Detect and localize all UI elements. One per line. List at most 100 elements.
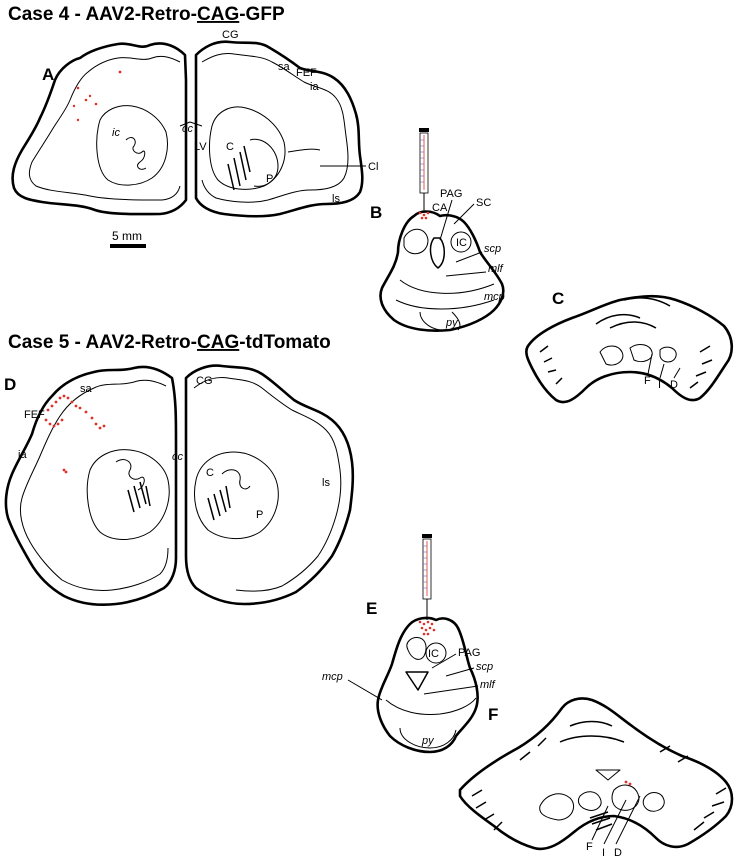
panel-a-label-cl: Cl bbox=[368, 161, 378, 173]
panel-c: C F I D bbox=[525, 289, 734, 404]
panel-f-leader-f bbox=[591, 805, 609, 841]
panel-b-syringe-icon bbox=[419, 128, 429, 212]
panel-e-brainstem-inner bbox=[385, 697, 477, 749]
panel-a-right-cortex-inner bbox=[201, 53, 349, 203]
panel-d-right-caudate-convolution bbox=[221, 469, 251, 490]
panel-b: B PAG CA SC bbox=[370, 128, 505, 332]
panel-a-letter: A bbox=[42, 65, 54, 84]
panel-a-label-cg: CG bbox=[222, 29, 239, 41]
panel-b-leader-sc bbox=[453, 203, 475, 225]
panel-a-label-ic: ic bbox=[112, 127, 120, 139]
panel-a-right-caudate-striations bbox=[227, 145, 251, 191]
panel-d-label-cc: cc bbox=[172, 451, 184, 463]
panel-b-label-sc: SC bbox=[476, 197, 491, 209]
panel-b-label-py: py bbox=[445, 317, 459, 329]
panel-f-inner-structures bbox=[539, 769, 665, 821]
panel-f-label-i: I bbox=[602, 847, 605, 859]
panel-a-label-fef: FEF bbox=[296, 67, 317, 79]
panel-a-label-c: C bbox=[226, 141, 234, 153]
panel-c-leader-f bbox=[647, 353, 653, 375]
panel-e-pag-region bbox=[406, 637, 427, 660]
panel-c-letter: C bbox=[552, 289, 564, 308]
panel-c-leader-d bbox=[673, 367, 681, 379]
panel-d-label-ls: ls bbox=[322, 477, 330, 489]
panel-b-brainstem-inner bbox=[395, 279, 495, 331]
panel-b-label-pag: PAG bbox=[440, 188, 462, 200]
panel-b-label-mcp: mcp bbox=[484, 291, 505, 303]
panel-a-right-hemisphere-outline bbox=[194, 40, 364, 218]
panel-a-label-p: P bbox=[266, 173, 273, 185]
panel-c-folia bbox=[539, 297, 713, 389]
panel-d-label-ia: ia bbox=[18, 449, 27, 461]
panel-a-labeled-cells bbox=[72, 70, 122, 122]
panel-c-inner-structures bbox=[599, 344, 677, 366]
case5-title: Case 5 - AAV2-Retro-CAG-tdTomato bbox=[8, 332, 331, 353]
panel-a-label-lv: LV bbox=[194, 141, 207, 153]
panel-c-cerebellum-outline bbox=[525, 294, 734, 404]
panel-c-label-f: F bbox=[644, 375, 651, 387]
panel-f-cerebellum-outline bbox=[458, 697, 734, 851]
panel-c-label-d: D bbox=[670, 379, 678, 391]
panel-e-label-scp: scp bbox=[476, 661, 493, 673]
panel-b-leader-pag bbox=[439, 199, 453, 241]
panel-e-syringe-icon bbox=[422, 534, 432, 620]
panel-d-label-fef: FEF bbox=[24, 409, 45, 421]
case5-title-suffix: -tdTomato bbox=[239, 332, 330, 353]
panel-e-brainstem-outline bbox=[376, 616, 479, 754]
case4-title-underlined: CAG bbox=[197, 4, 239, 25]
panel-d-label-cg: CG bbox=[196, 375, 213, 387]
panel-e-inferior-colliculus bbox=[425, 642, 447, 664]
panel-a-label-ls: ls bbox=[332, 193, 340, 205]
panel-b-left-lobe bbox=[403, 228, 429, 255]
panel-b-letter: B bbox=[370, 203, 382, 222]
panel-f-leader-d bbox=[615, 795, 641, 845]
panel-a-label-cc: cc bbox=[182, 123, 194, 135]
panel-d-left-subcortical bbox=[86, 449, 170, 540]
panel-d-letter: D bbox=[4, 375, 16, 394]
panel-d-right-caudate-striations bbox=[207, 485, 231, 521]
panel-a-left-cortex-inner bbox=[28, 55, 181, 201]
panel-e-aqueduct bbox=[405, 671, 429, 691]
panel-d-right-subcortical bbox=[194, 451, 279, 539]
panel-d-left-hemisphere-outline bbox=[4, 365, 178, 607]
panel-b-label-mlf: mlf bbox=[488, 263, 504, 275]
panel-e: E IC PAG scp bbox=[322, 534, 496, 754]
panel-a-left-subcortical bbox=[96, 105, 168, 186]
panel-e-label-mcp: mcp bbox=[322, 671, 343, 683]
panel-b-injection-site bbox=[418, 211, 430, 220]
panel-b-label-ca: CA bbox=[432, 202, 448, 214]
panel-f: F F I D bbox=[458, 697, 734, 859]
panel-f-label-d: D bbox=[614, 847, 622, 859]
panel-c-label-i: I bbox=[658, 379, 661, 391]
panel-f-letter: F bbox=[488, 705, 498, 724]
panel-a-label-sa: sa bbox=[278, 61, 291, 73]
panel-e-label-py: py bbox=[421, 735, 435, 747]
panel-d: D sa CG FEF ia cc C P ls bbox=[4, 364, 355, 607]
panel-d-label-c: C bbox=[206, 467, 214, 479]
case5-title-prefix: Case 5 - AAV2-Retro- bbox=[8, 332, 197, 353]
panel-d-right-cortex-inner bbox=[193, 377, 342, 592]
panel-b-aqueduct bbox=[429, 237, 445, 269]
panel-f-label-f: F bbox=[586, 841, 593, 853]
panel-b-leader-mlf bbox=[445, 271, 487, 277]
panel-d-left-caudate-striations bbox=[127, 481, 151, 513]
scale-bar-line bbox=[110, 244, 146, 248]
panel-d-right-hemisphere-outline bbox=[184, 364, 355, 606]
panel-d-label-sa: sa bbox=[80, 383, 93, 395]
panel-e-leader-scp bbox=[445, 667, 475, 677]
panel-a: A CG sa FEF ia ic cc LV C P bbox=[11, 29, 378, 218]
scale-bar-label: 5 mm bbox=[112, 229, 142, 243]
panel-b-label-scp: scp bbox=[484, 243, 501, 255]
panel-e-label-mlf: mlf bbox=[480, 679, 496, 691]
panel-e-leader-mcp bbox=[347, 679, 383, 701]
panel-a-corpus-callosum bbox=[179, 121, 203, 200]
case5-title-underlined: CAG bbox=[197, 332, 239, 353]
panel-f-leader-i bbox=[603, 799, 627, 845]
case4-title: Case 4 - AAV2-Retro-CAG-GFP bbox=[8, 4, 285, 25]
panel-a-claustrum-line bbox=[287, 148, 321, 153]
panel-e-leader-mlf bbox=[423, 685, 479, 695]
panel-d-left-cortex-inner bbox=[19, 379, 169, 591]
panel-d-labeled-cells bbox=[44, 394, 106, 474]
panel-a-left-caudate-convolution bbox=[125, 137, 147, 170]
